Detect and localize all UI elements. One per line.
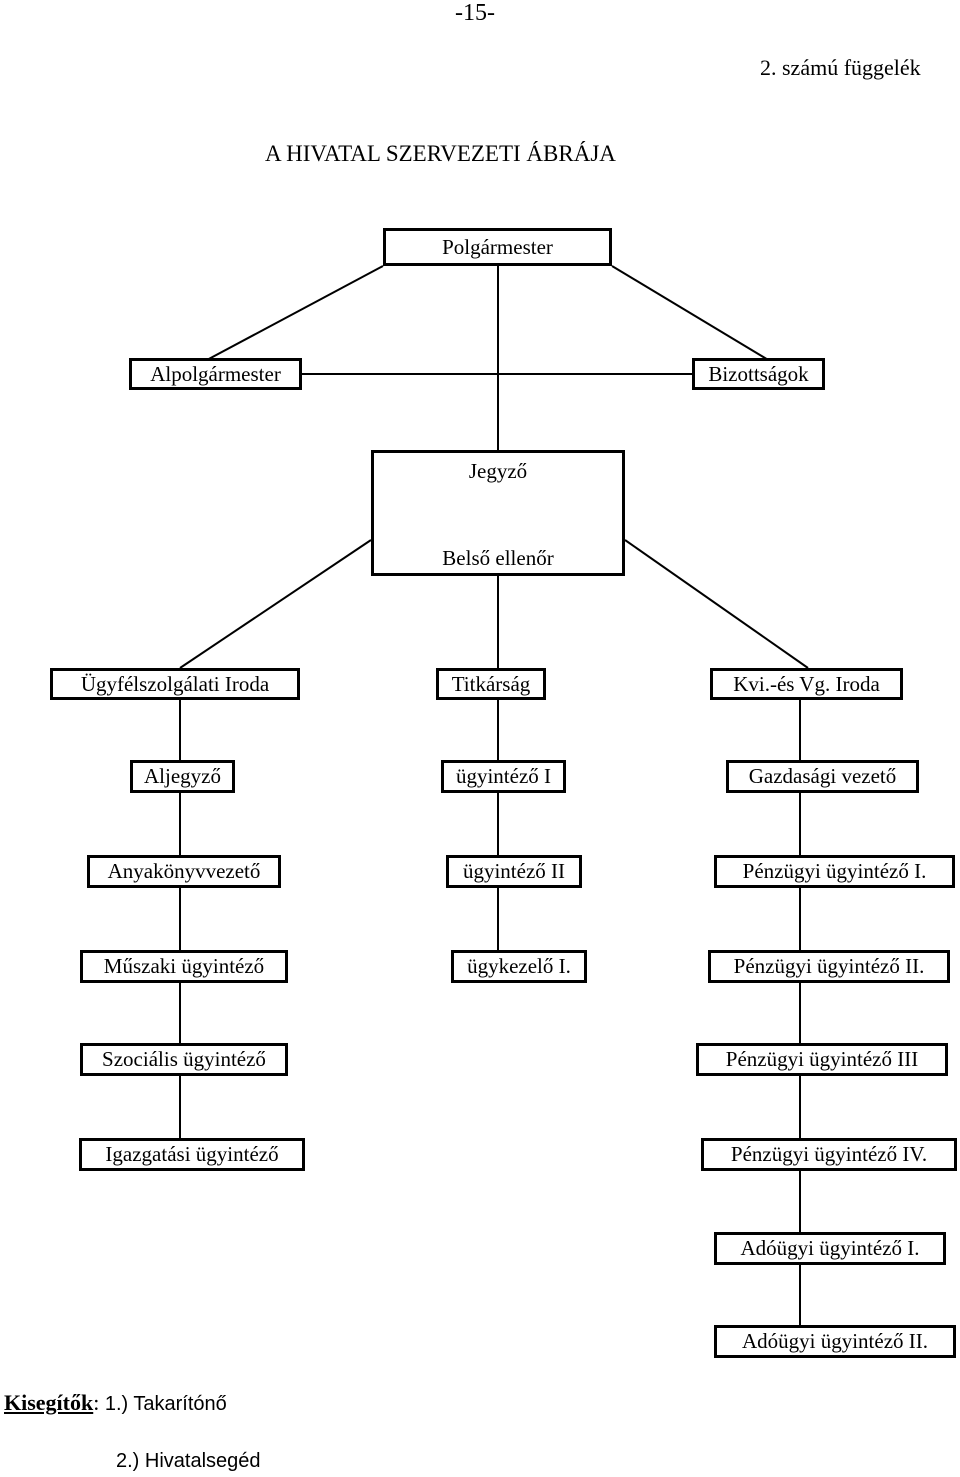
node-kvi-vg-iroda: Kvi.-és Vg. Iroda [710, 668, 903, 700]
node-anyakonyvvezeto: Anyakönyvvezető [87, 855, 281, 888]
node-gazdasagi-vezeto: Gazdasági vezető [726, 760, 919, 793]
footer-line-1: Kisegítők: 1.) Takarítónő [4, 1390, 227, 1417]
node-aljegyzo: Aljegyző [130, 760, 235, 793]
node-adougyi-ugyintezo-2: Adóügyi ügyintéző II. [714, 1325, 956, 1358]
footer-item-1: 1.) Takarítónő [104, 1393, 227, 1415]
chart-title: A HIVATAL SZERVEZETI ÁBRÁJA [265, 141, 616, 166]
connector-jegyzo-right [624, 539, 809, 669]
connector-polgarmester-bizottsagok [611, 265, 771, 362]
node-ugykezelo-1: ügykezelő I. [451, 950, 587, 983]
appendix-label: 2. számú függelék [760, 55, 921, 80]
node-penzugyi-ugyintezo-2: Pénzügyi ügyintéző II. [708, 950, 950, 983]
node-bizottsagok: Bizottságok [692, 358, 825, 390]
node-muszaki-ugyintezo: Műszaki ügyintéző [80, 950, 288, 983]
footer-colon: : [93, 1390, 100, 1415]
node-jegyzo-box: Jegyző Belső ellenőr [371, 450, 625, 576]
footer-item-2: 2.) Hivatalsegéd [116, 1450, 261, 1472]
node-ugyintezo-1: ügyintéző I [441, 760, 566, 793]
node-polgarmester: Polgármester [383, 228, 612, 266]
node-ugyfelszolgalati-iroda: Ügyfélszolgálati Iroda [50, 668, 300, 700]
node-ugyintezo-2: ügyintéző II [446, 855, 582, 888]
node-penzugyi-ugyintezo-1: Pénzügyi ügyintéző I. [714, 855, 955, 888]
node-penzugyi-ugyintezo-4: Pénzügyi ügyintéző IV. [701, 1138, 957, 1171]
node-adougyi-ugyintezo-1: Adóügyi ügyintéző I. [714, 1232, 946, 1265]
node-szocialis-ugyintezo: Szociális ügyintéző [80, 1043, 288, 1076]
node-alpolgarmester: Alpolgármester [129, 358, 302, 390]
connector-polgarmester-alpolgarmester [204, 265, 384, 362]
connector-jegyzo-left [179, 539, 372, 669]
node-igazgatasi-ugyintezo: Igazgatási ügyintéző [79, 1138, 305, 1171]
node-titkarsag: Titkárság [436, 668, 546, 700]
page-number: -15- [455, 0, 495, 26]
node-belso-ellenor: Belső ellenőr [442, 546, 554, 570]
footer-label: Kisegítők [4, 1390, 94, 1415]
node-jegyzo: Jegyző [468, 459, 528, 483]
node-penzugyi-ugyintezo-3: Pénzügyi ügyintéző III [696, 1043, 948, 1076]
